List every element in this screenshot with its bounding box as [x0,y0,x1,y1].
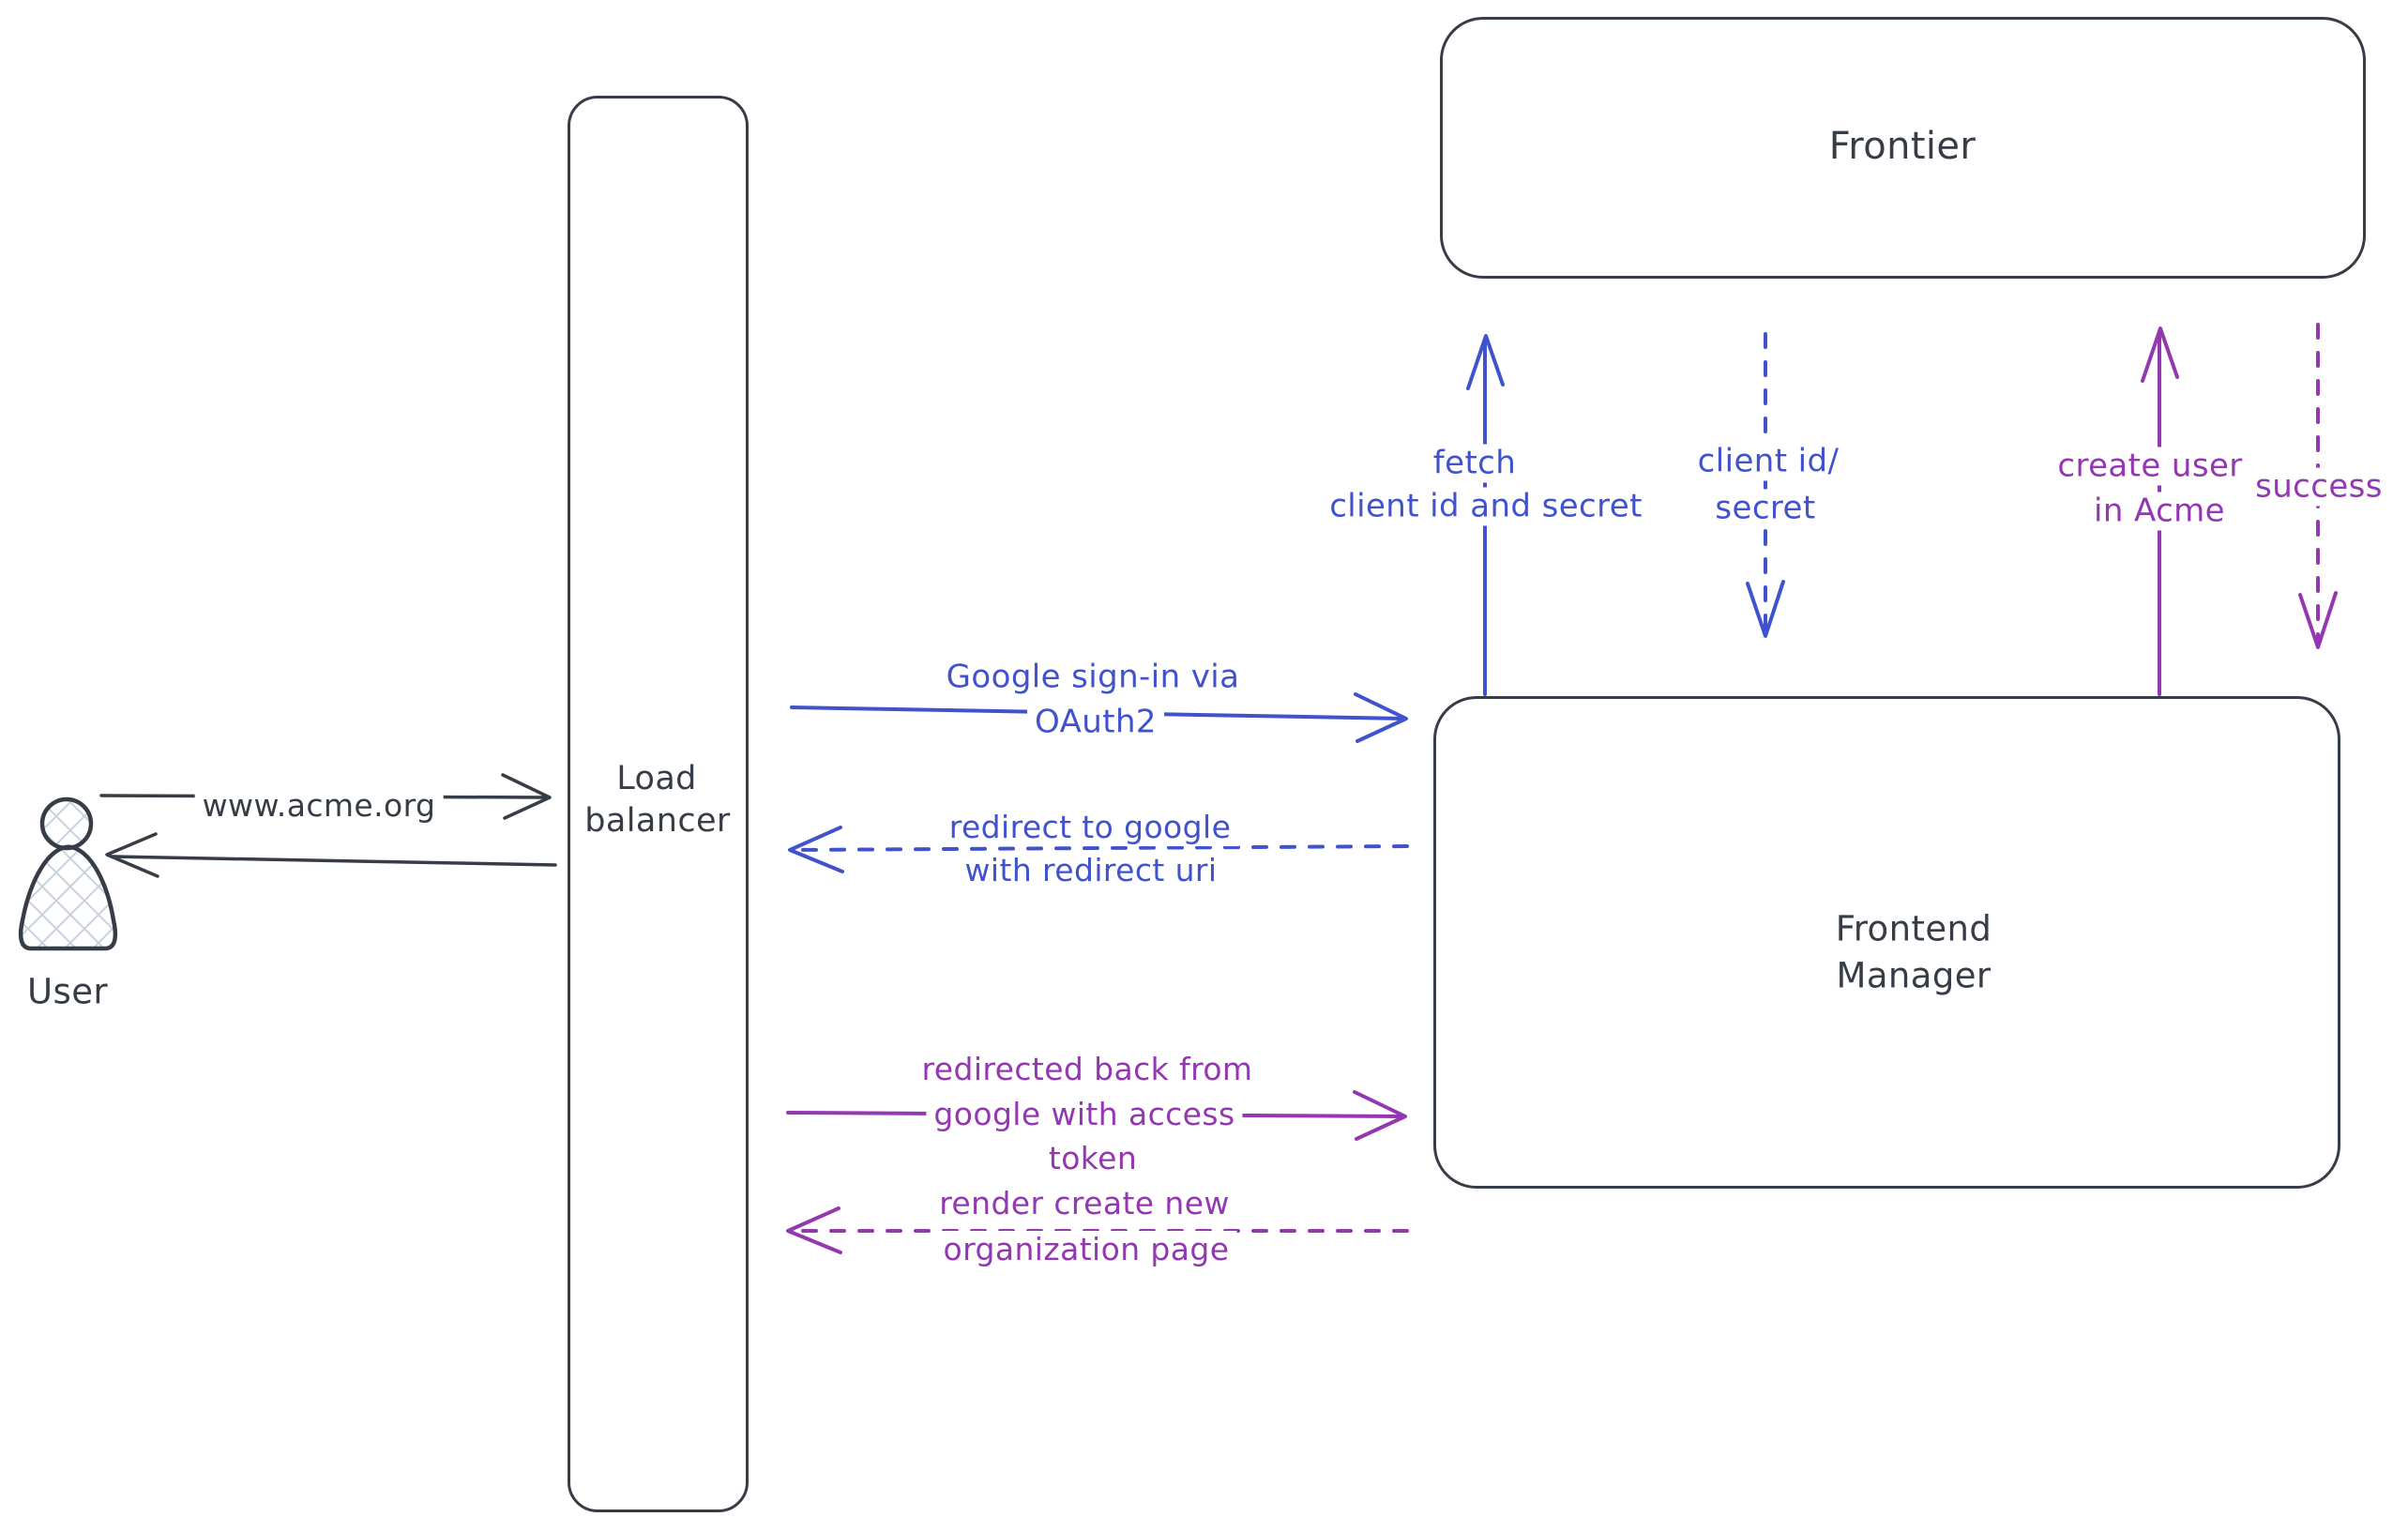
edge-label-fetch-line1: fetch [1425,444,1524,483]
edge-label-redirected-back-line3: token [1040,1140,1145,1177]
user-label: User [27,971,108,1012]
edge-label-render-create-line2: organization page [935,1231,1237,1268]
edge-label-redirected-back-line1: redirected back from [914,1051,1261,1088]
edge-label-google-signin-line1: Google sign-in via [938,658,1248,697]
arrow-redirect-to-google [788,826,1409,873]
user-body [18,844,118,951]
frontier-label: Frontier [1828,125,1976,168]
arrowhead-up [1466,334,1505,390]
arrowhead-right [501,773,552,820]
edge-label-google-signin-line2: OAuth2 [1027,703,1164,742]
edge-label-redirect-line2: with redirect uri [957,852,1225,889]
arrowhead-right [1354,692,1408,743]
arrowhead-down [2298,591,2338,649]
frontier-box [1440,17,2366,279]
edge-label-fetch-line2: client id and secret [1322,487,1650,526]
arrowhead-left [786,1206,842,1254]
frontend-manager-label-line2: Manager [1836,955,1992,996]
edge-label-redirect-line1: redirect to google [941,809,1239,846]
edge-label-success: success [2248,467,2390,507]
edge-label-create-user-line1: create user [2050,447,2250,486]
user-head [39,796,94,851]
arrow-success [2298,323,2338,649]
arrowhead-up [2141,326,2179,383]
edge-label-create-user-line2: in Acme [2086,492,2233,531]
edge-label-client-id-line1: client id/ [1689,442,1847,481]
edge-label-client-id-line2: secret [1707,489,1824,528]
load-balancer-label-line2: balancer [584,801,731,840]
edge-label-render-create-line1: render create new [931,1185,1237,1222]
arrowhead-left [105,832,159,878]
arrow-client-id-secret [1746,332,1785,638]
edge-label-www-acme: www.acme.org [194,787,444,825]
user-figure [18,796,118,951]
arrow-render-create [786,1206,1409,1254]
load-balancer-label-line1: Load [616,759,697,797]
frontend-manager-label-line1: Frontend [1835,908,1992,949]
load-balancer-box [568,96,749,1512]
arrow-return-to-user [105,832,557,878]
arrowhead-down [1746,580,1785,638]
arrowhead-left [788,826,844,873]
arrowhead-right [1353,1090,1407,1141]
edge-label-redirected-back-line2: google with access [926,1096,1243,1133]
frontend-manager-box [1433,696,2340,1189]
